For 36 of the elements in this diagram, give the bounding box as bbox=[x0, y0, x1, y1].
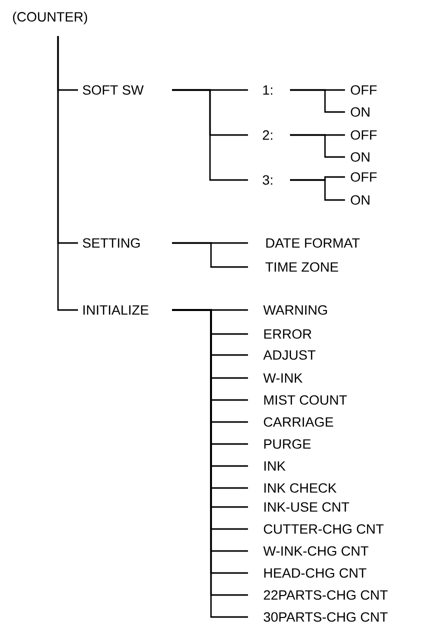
menu-item: WARNING bbox=[263, 305, 327, 315]
menu-item: OFF bbox=[350, 172, 377, 182]
tree-line bbox=[172, 89, 248, 181]
menu-item: OFF bbox=[350, 130, 377, 140]
menu-item: DATE FORMAT bbox=[266, 238, 360, 248]
menu-item: CUTTER-CHG CNT bbox=[264, 524, 384, 534]
menu-item: SETTING bbox=[82, 238, 140, 248]
tree-line bbox=[57, 36, 78, 311]
menu-item: ADJUST bbox=[263, 350, 316, 360]
tree-line bbox=[290, 89, 345, 113]
menu-item: HEAD-CHG CNT bbox=[264, 568, 366, 578]
tree-line bbox=[290, 179, 345, 201]
menu-item: MIST COUNT bbox=[264, 395, 347, 405]
menu-item: OFF bbox=[350, 85, 377, 95]
menu-item: ERROR bbox=[264, 329, 312, 339]
menu-item: W-INK-CHG CNT bbox=[263, 546, 368, 556]
menu-item: 2: bbox=[262, 130, 272, 140]
menu-item: (COUNTER) bbox=[13, 12, 88, 24]
menu-item: 1: bbox=[263, 85, 272, 95]
menu-item: INK bbox=[264, 461, 286, 471]
menu-item: ON bbox=[350, 107, 370, 117]
menu-item: INK-USE CNT bbox=[264, 502, 350, 512]
menu-item: SOFT SW bbox=[82, 85, 144, 95]
menu-item: 3: bbox=[262, 175, 272, 185]
menu-item: PURGE bbox=[264, 439, 311, 449]
menu-item: TIME ZONE bbox=[266, 262, 338, 272]
tree-line bbox=[290, 134, 345, 158]
menu-item: INK CHECK bbox=[264, 483, 337, 493]
menu-item: 22PARTS-CHG CNT bbox=[264, 590, 388, 600]
menu-item: W-INK bbox=[263, 373, 303, 383]
tree-line bbox=[172, 242, 248, 268]
menu-item: CARRIAGE bbox=[264, 417, 334, 427]
menu-item: INITIALIZE bbox=[83, 305, 148, 315]
menu-item: ON bbox=[350, 195, 370, 205]
menu-item: ON bbox=[350, 152, 370, 162]
menu-item: 30PARTS-CHG CNT bbox=[264, 612, 388, 622]
